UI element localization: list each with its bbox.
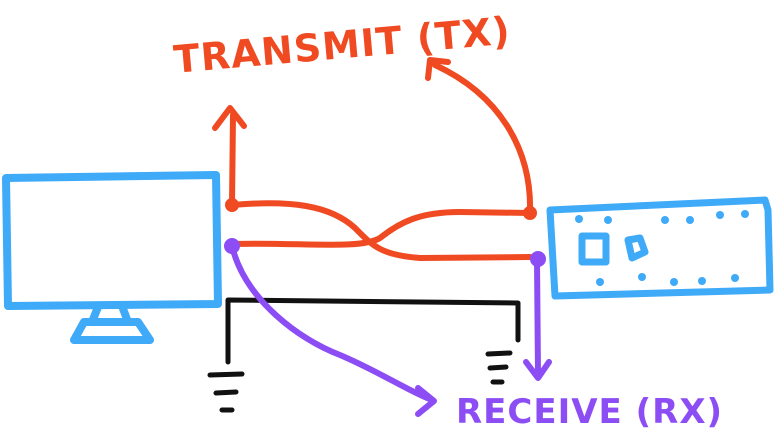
rx-wires — [224, 238, 552, 417]
tx-wires — [212, 57, 537, 261]
ground-wire — [207, 297, 521, 413]
receive-label: RECEIVE (RX) — [456, 392, 724, 432]
monitor-icon — [2, 171, 222, 344]
microcontroller-board-icon — [546, 196, 774, 300]
